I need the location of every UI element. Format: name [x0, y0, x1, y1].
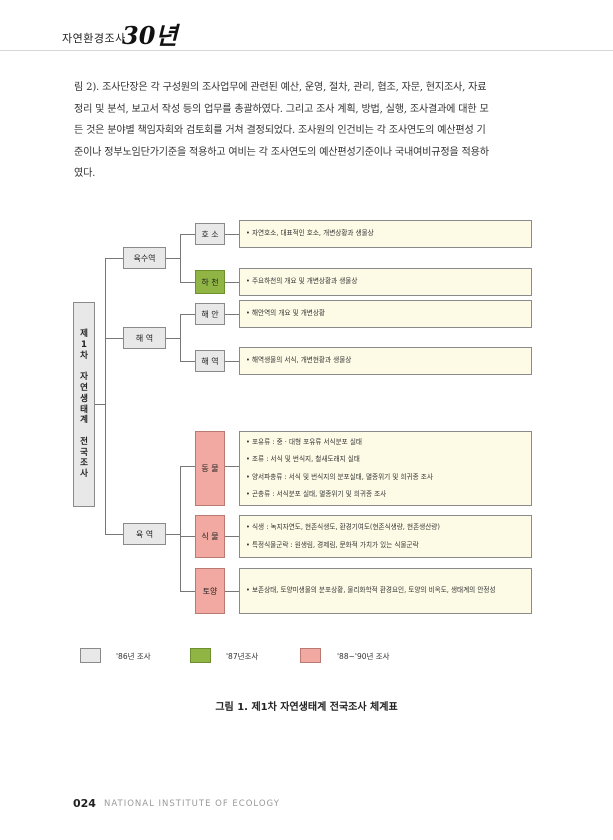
body-line: 였다.: [74, 168, 96, 180]
body-line: 정리 및 분석, 보고서 작성 등의 업무를 총괄하였다. 그리고 조사 계획,…: [74, 103, 489, 115]
connector-line: [225, 361, 239, 362]
connector-line: [180, 282, 195, 283]
connector-line: [180, 591, 195, 592]
root-char: [83, 361, 86, 372]
desc-line: • 특정식물군락 : 원생림, 경제림, 문화적 가치가 있는 식물군락: [246, 540, 419, 549]
desc-coast: • 해안역의 개요 및 개변상황: [239, 300, 532, 328]
connector-line: [225, 591, 239, 592]
connector-line: [166, 534, 180, 535]
desc-soil: • 보존상태, 토양미생물의 분포상황, 물리화학적 환경요인, 토양의 비옥도…: [239, 568, 532, 614]
desc-lake: • 자연호소, 대표적인 호소, 개변상황과 생물상: [239, 220, 532, 248]
item-marine: 해 역: [195, 350, 225, 372]
connector-line: [180, 466, 181, 592]
connector-line: [225, 234, 239, 235]
page-number: 024: [73, 797, 96, 810]
root-char: 전: [80, 436, 88, 447]
desc-line: • 식생 : 녹지자연도, 현존식생도, 환경기여도(현존식생량, 현존생산량): [246, 523, 440, 531]
desc-line: • 주요하천의 개요 및 개변상황과 생물상: [246, 277, 358, 286]
legend-swatch-1987: [190, 648, 211, 663]
item-river: 하 천: [195, 270, 225, 294]
desc-river: • 주요하천의 개요 및 개변상황과 생물상: [239, 268, 532, 296]
body-line: 든 것은 분야별 책임자회와 검토회를 거쳐 결정되었다. 조사원의 인건비는 …: [74, 125, 486, 137]
body-line: 준이나 정부노임단가기준을 적용하고 여비는 각 조사연도의 예산편성기준이나 …: [74, 146, 489, 158]
root-char: 계: [80, 415, 88, 426]
connector-line: [105, 534, 123, 535]
desc-line: • 조류 : 서식 및 번식지, 철새도래지 실태: [246, 455, 360, 463]
connector-line: [180, 234, 195, 235]
connector-line: [166, 338, 180, 339]
root-char: 제: [80, 328, 88, 339]
item-plant: 식 물: [195, 515, 225, 558]
root-char: 생: [80, 393, 88, 404]
desc-line: • 해안역의 개요 및 개변상황: [246, 309, 326, 318]
group-sea: 해 역: [123, 327, 166, 349]
connector-line: [180, 466, 195, 467]
figure-caption: 그림 1. 제1차 자연생태계 전국조사 체계표: [215, 702, 398, 713]
connector-line: [225, 282, 239, 283]
connector-line: [105, 258, 123, 259]
body-line: 림 2). 조사단장은 각 구성원의 조사업무에 관련된 예산, 운영, 절차,…: [74, 82, 487, 93]
root-char: 국: [80, 447, 88, 458]
desc-line: • 해역생물의 서식, 개변현황과 생물상: [246, 356, 352, 365]
legend-label-1986: '86년 조사: [116, 652, 151, 661]
connector-line: [180, 536, 195, 537]
root-char: 사: [80, 469, 88, 480]
desc-line: • 곤충류 : 서식분포 실태, 멸종위기 및 희귀종 조사: [246, 490, 387, 498]
root-char: 차: [80, 350, 88, 361]
connector-line: [180, 314, 181, 361]
connector-line: [180, 361, 195, 362]
connector-line: [225, 314, 239, 315]
desc-line: • 포유류 : 중 · 대형 포유류 서식분포 실태: [246, 437, 362, 446]
root-char: 연: [80, 382, 88, 393]
connector-line: [225, 466, 239, 467]
connector-line: [166, 258, 180, 259]
connector-line: [225, 536, 239, 537]
legend-label-1988-1990: '88~'90년 조사: [337, 652, 390, 661]
connector-line: [95, 404, 105, 405]
group-land: 육 역: [123, 523, 166, 545]
item-lake: 호 소: [195, 223, 225, 245]
connector-line: [180, 234, 181, 283]
item-coast: 해 안: [195, 303, 225, 325]
header-divider: [0, 50, 613, 51]
legend-swatch-1988-1990: [300, 648, 321, 663]
root-char: 자: [80, 372, 88, 383]
legend-swatch-1986: [80, 648, 101, 663]
header-title: 자연환경조사: [62, 32, 126, 45]
root-char: 1: [81, 339, 87, 350]
legend-label-1987: '87년조사: [226, 652, 259, 661]
desc-animal: • 포유류 : 중 · 대형 포유류 서식분포 실태 • 조류 : 서식 및 번…: [239, 431, 532, 506]
desc-line: • 자연호소, 대표적인 호소, 개변상황과 생물상: [246, 229, 374, 238]
root-char: 태: [80, 404, 88, 415]
root-char: 조: [80, 458, 88, 469]
desc-marine: • 해역생물의 서식, 개변현황과 생물상: [239, 347, 532, 375]
connector-line: [105, 338, 123, 339]
group-inland-water: 육수역: [123, 247, 166, 269]
item-animal: 동 물: [195, 431, 225, 506]
desc-plant: • 식생 : 녹지자연도, 현존식생도, 환경기여도(현존식생량, 현존생산량)…: [239, 515, 532, 558]
item-soil: 토양: [195, 568, 225, 614]
connector-line: [180, 314, 195, 315]
connector-line: [105, 258, 106, 534]
root-char: [83, 426, 86, 437]
desc-line: • 보존상태, 토양미생물의 분포상황, 물리화학적 환경요인, 토양의 비옥도…: [246, 586, 496, 595]
desc-line: • 양서파충류 : 서식 및 번식지의 분포실태, 멸종위기 및 희귀종 조사: [246, 472, 433, 481]
footer-org: NATIONAL INSTITUTE OF ECOLOGY: [104, 799, 280, 809]
header-logo: 30년: [122, 21, 178, 50]
body-paragraph: 림 2). 조사단장은 각 구성원의 조사업무에 관련된 예산, 운영, 절차,…: [74, 77, 556, 185]
